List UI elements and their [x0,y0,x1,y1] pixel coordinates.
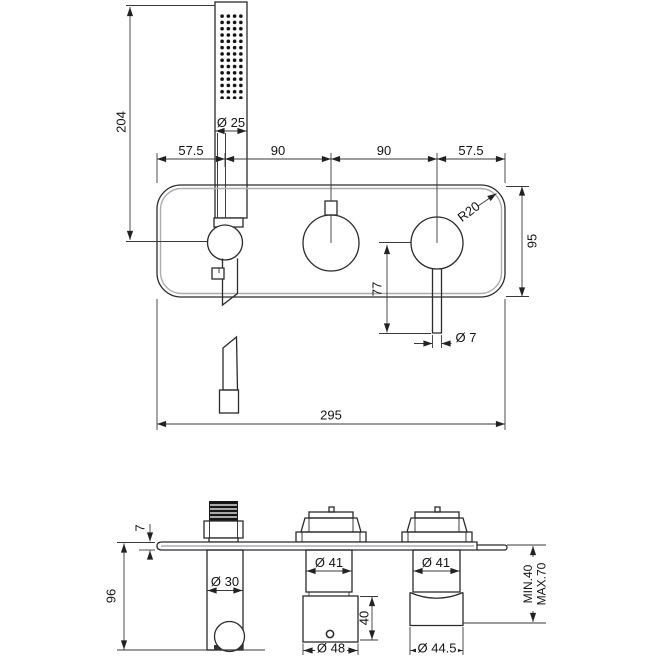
mixer-circle [410,216,464,270]
side-view: Ø 30 Ø 41 40 Ø 48 [104,501,549,656]
diverter-knob-front [302,153,360,272]
dim-label-57-5-left: 57.5 [178,143,203,158]
diverter-index [324,200,338,216]
dim-hand-shower-diameter: Ø 25 [215,115,247,135]
wall-plate-side [156,541,508,551]
dim-top-chain: 57.5 90 90 57.5 [156,143,506,183]
dim-plate-width: 295 [156,299,506,430]
dim-recess-depth: MIN.40 MAX.70 [463,544,549,624]
hand-shower-holder [126,224,244,307]
dim-label-295: 295 [320,408,342,423]
dim-label-min40: MIN.40 [521,564,535,603]
dim-corner-radius: R20 [455,193,497,225]
dim-lever-length: 77 [370,242,431,334]
spray-face-dots [219,13,244,99]
wand-handle-lower [221,258,239,307]
dim-label-d30: Ø 30 [211,574,239,589]
dim-label-90-left: 90 [271,143,285,158]
dim-lever-diameter: Ø 7 [414,330,476,348]
dim-label-d7: Ø 7 [456,330,477,345]
holder-clip [211,267,225,280]
mixer-stem [412,549,461,593]
wand-tip-detached [218,335,240,414]
diverter-pin-hole [325,629,335,639]
dim-label-77: 77 [370,282,385,296]
front-view: 204 Ø 25 57.5 90 90 57.5 R20 95 [114,1,540,430]
hand-shower-wand [213,1,248,228]
dim-label-max70: MAX.70 [535,562,549,605]
dim-knob-diameter-left: Ø 48 [302,641,359,656]
mixer-body-concave-top [409,591,464,599]
dim-label-204: 204 [114,111,129,133]
diverter-knob-side: Ø 41 [302,549,359,643]
holder-ring [206,224,244,261]
dim-label-d25: Ø 25 [217,115,245,130]
mixer-lever [431,268,443,334]
dim-label-96: 96 [104,589,119,603]
dim-hand-shower-length: 204 [114,5,215,240]
dim-label-r20: R20 [455,198,483,224]
threaded-outlet [209,501,238,521]
outlet-connector [203,501,244,543]
plate-tongue [474,544,508,551]
dim-label-d41-left: Ø 41 [315,555,343,570]
dim-label-d44-5: Ø 44.5 [417,641,456,656]
mixer-knob-side: Ø 41 [409,549,464,627]
dim-label-40: 40 [357,611,372,625]
dim-knob-depth: 40 [357,596,378,641]
hand-shower-inner-cone [217,133,226,218]
dim-label-90-right: 90 [377,143,391,158]
diverter-cap-side [295,506,367,543]
mixer-cap-side [401,506,473,543]
dim-plate-height: 95 [506,186,540,297]
dim-label-95: 95 [525,234,540,248]
mixer-knob-front [410,153,464,334]
dim-label-57-5-right: 57.5 [458,143,483,158]
mixer-body [409,592,464,627]
dim-label-d48: Ø 48 [317,641,345,656]
holder-side: Ø 30 [206,549,246,653]
dim-overall-projection: 96 [104,542,265,651]
dim-plate-thickness: 7 [133,524,155,560]
diverter-body [302,595,359,643]
diverter-stem [305,549,353,593]
dim-label-d41-right: Ø 41 [422,555,450,570]
dim-label-7: 7 [133,524,148,531]
diverter-circle [302,214,360,272]
dim-knob-diameter-right: Ø 44.5 [409,627,464,656]
holder-ball [213,620,246,653]
